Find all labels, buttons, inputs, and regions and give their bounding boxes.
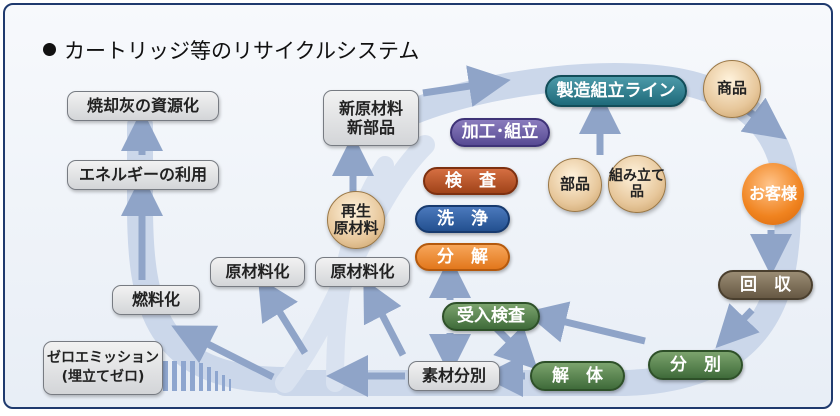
- node-product: 商品: [703, 60, 761, 118]
- arrow-to-fuel: [171, 325, 275, 381]
- node-fuel: 燃料化: [112, 285, 200, 315]
- node-energy-use: エネルギーの利用: [67, 160, 219, 190]
- node-zero-emission: ゼロエミッション (埋立てゼロ): [43, 341, 163, 395]
- node-cleaning: 洗 浄: [415, 205, 510, 233]
- node-assembly-line: 製造組立ライン: [545, 75, 687, 107]
- node-inspection: 検 査: [423, 167, 518, 195]
- arrow-to-raw-mid: [363, 278, 407, 357]
- node-raw-material-mid: 原材料化: [315, 257, 410, 287]
- node-material-sorting: 素材分別: [408, 361, 500, 391]
- node-customer: お客様: [742, 163, 804, 225]
- diagram-frame: カートリッジ等のリサイクルシステム 焼却灰の資源化 エネルギーの利用 燃料化 原…: [3, 3, 833, 409]
- arrow-collect-to-sort: [715, 303, 760, 349]
- node-sorting: 分 別: [648, 350, 743, 380]
- arrow-newmat-to-line: [422, 65, 511, 107]
- node-processing-assembly: 加工･組立: [450, 118, 550, 147]
- node-dismantling: 解 体: [530, 361, 625, 391]
- node-incineration-ash: 焼却灰の資源化: [67, 91, 219, 121]
- node-collection: 回 収: [718, 270, 813, 300]
- arrow-sort-to-receive: [524, 301, 646, 345]
- node-recycled-material: 再生 原材料: [327, 191, 385, 249]
- node-raw-material-left: 原材料化: [210, 257, 305, 287]
- node-parts: 部品: [548, 158, 602, 212]
- bullet-icon: [43, 43, 56, 56]
- node-disassembly: 分 解: [415, 243, 510, 271]
- arrow-receive-to-dismantle: [492, 324, 538, 370]
- node-receiving-inspection: 受入検査: [442, 302, 540, 331]
- node-new-materials: 新原材料 新部品: [323, 90, 419, 146]
- diagram-title: カートリッジ等のリサイクルシステム: [43, 35, 419, 65]
- arrow-to-raw-left: [257, 277, 308, 355]
- zero-emission-stripes: [163, 361, 231, 391]
- node-assembled-parts: 組み立て 品: [608, 155, 666, 213]
